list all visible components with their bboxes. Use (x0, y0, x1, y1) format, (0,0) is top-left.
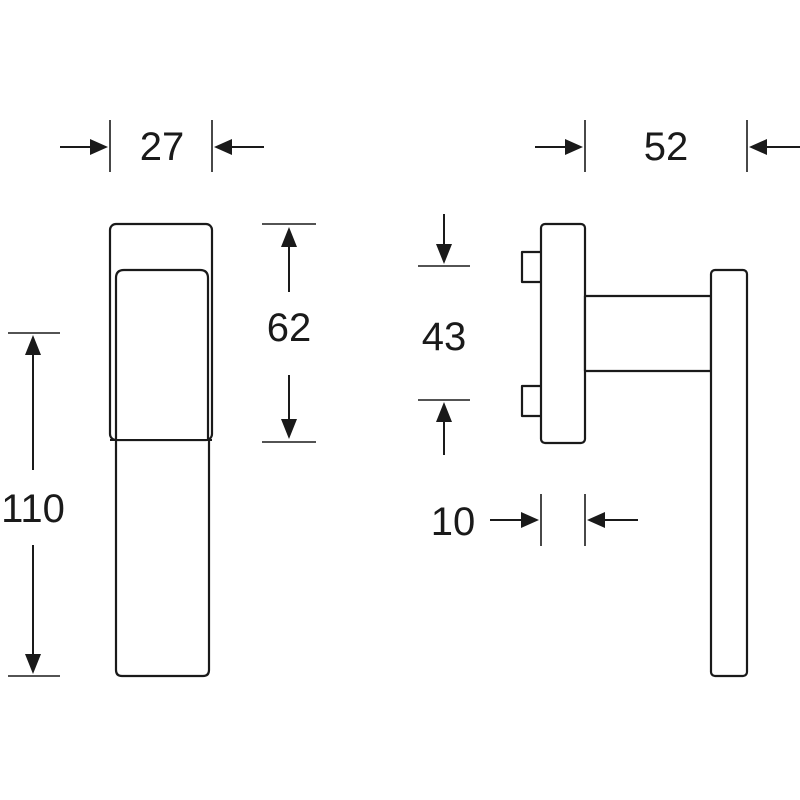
arrow-left-icon (587, 512, 605, 528)
arrow-down-icon (436, 244, 452, 264)
side-screw-bottom (520, 384, 544, 418)
dim-base-thickness: 10 (431, 494, 638, 546)
dim-front-width: 27 (60, 120, 264, 172)
dim-base-thickness-label: 10 (431, 500, 476, 544)
front-view (108, 222, 214, 678)
arrow-down-icon (281, 419, 297, 439)
dim-screw-spacing: 43 (418, 214, 470, 455)
side-lever (709, 268, 749, 678)
arrow-up-icon (436, 402, 452, 422)
side-base-plate (539, 222, 587, 445)
arrow-right-icon (521, 512, 539, 528)
side-view (520, 222, 749, 678)
dim-front-width-label: 27 (140, 125, 185, 169)
arrow-left-icon (214, 139, 232, 155)
arrow-right-icon (90, 139, 108, 155)
arrow-down-icon (25, 654, 41, 674)
front-cover (114, 268, 210, 440)
dim-side-width: 52 (535, 120, 800, 172)
side-screw-top (520, 250, 544, 284)
arrow-left-icon (749, 139, 767, 155)
dim-side-width-label: 52 (644, 125, 689, 169)
dim-screw-spacing-label: 43 (422, 315, 467, 359)
dim-handle-height: 110 (1, 332, 65, 677)
arrow-up-icon (25, 335, 41, 355)
dim-base-height-label: 62 (267, 306, 312, 350)
side-neck (583, 294, 713, 373)
arrow-up-icon (281, 227, 297, 247)
arrow-right-icon (565, 139, 583, 155)
dim-handle-height-label: 110 (1, 487, 65, 531)
front-handle-grip (114, 440, 211, 678)
dim-base-height: 62 (262, 223, 316, 443)
